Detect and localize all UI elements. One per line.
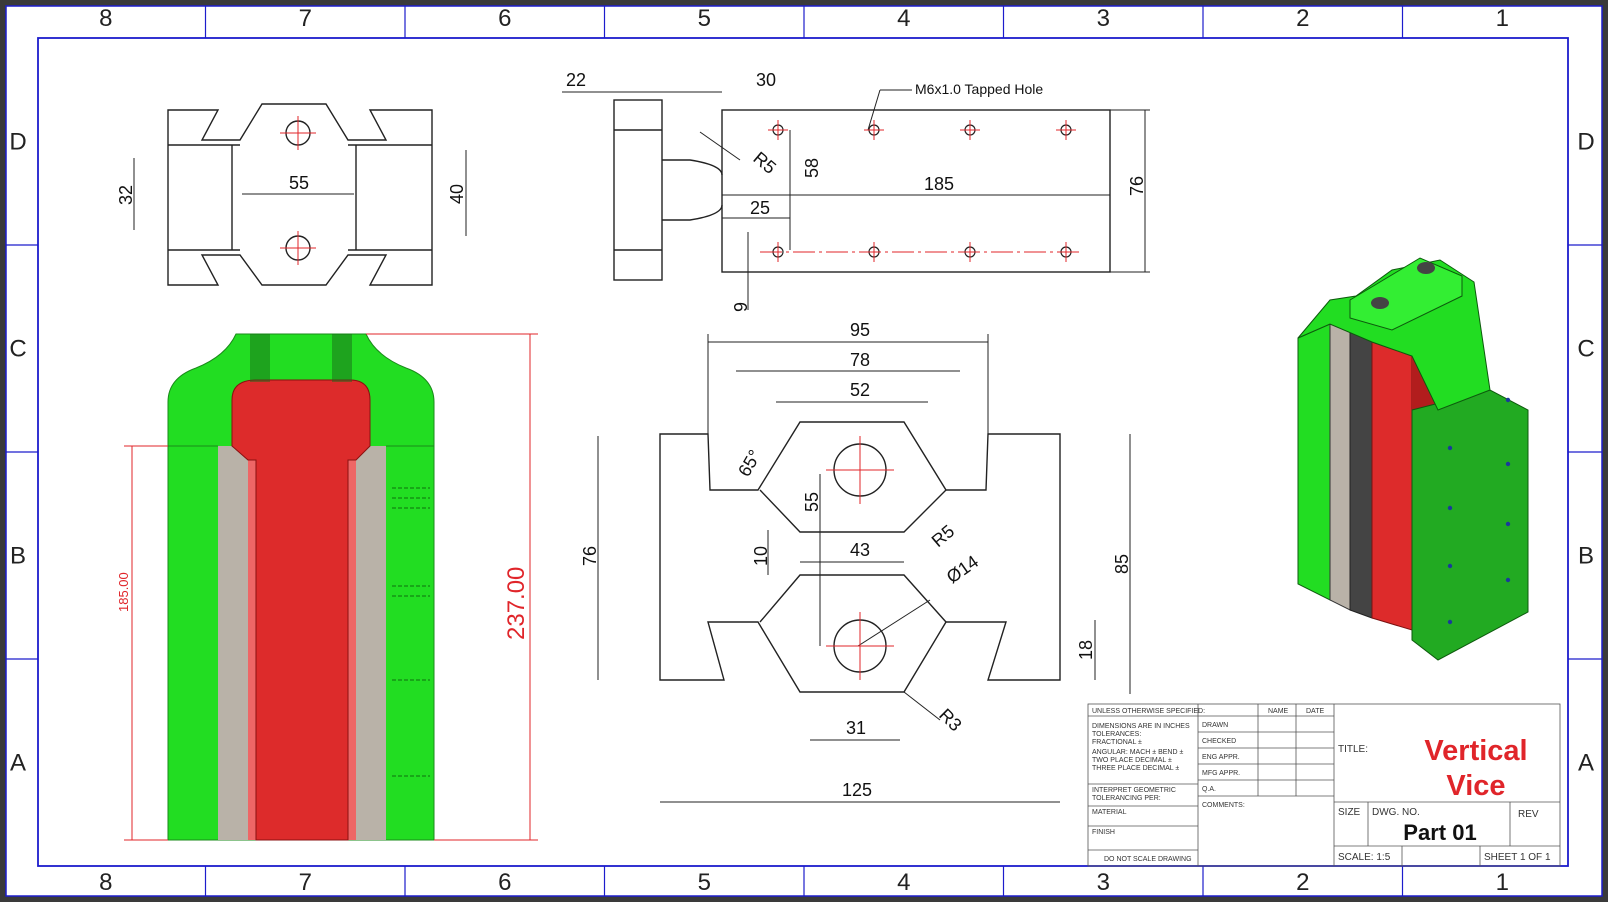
section-dims xyxy=(124,333,538,841)
dim-185-side: 185 xyxy=(924,174,954,194)
zone-col-8: 8 xyxy=(99,869,112,896)
section-view xyxy=(167,333,435,841)
dim-52: 52 xyxy=(850,380,870,400)
dim-58: 58 xyxy=(802,158,822,178)
dim-55-front: 55 xyxy=(802,492,822,512)
dim-31: 31 xyxy=(846,718,866,738)
part-number: Part 01 xyxy=(1403,820,1476,845)
svg-text:DWG. NO.: DWG. NO. xyxy=(1372,807,1420,818)
zone-row-B: B xyxy=(1578,543,1594,570)
zone-col-5: 5 xyxy=(698,5,711,32)
dim-22: 22 xyxy=(566,70,586,90)
zone-row-C: C xyxy=(9,336,26,363)
svg-text:SIZE: SIZE xyxy=(1338,807,1361,818)
zone-row-A: A xyxy=(10,750,26,777)
svg-text:REV: REV xyxy=(1518,809,1539,820)
svg-text:COMMENTS:: COMMENTS: xyxy=(1202,802,1245,809)
dim-40: 40 xyxy=(447,184,467,204)
svg-text:DO NOT SCALE DRAWING: DO NOT SCALE DRAWING xyxy=(1104,856,1192,863)
zone-col-3: 3 xyxy=(1097,869,1110,896)
zone-col-4: 4 xyxy=(897,5,910,32)
note-tapped-hole: M6x1.0 Tapped Hole xyxy=(915,81,1043,97)
front-view xyxy=(597,334,1131,803)
svg-text:NAME: NAME xyxy=(1268,708,1289,715)
zone-col-3: 3 xyxy=(1097,5,1110,32)
svg-text:DATE: DATE xyxy=(1306,708,1324,715)
side-view xyxy=(562,89,1150,310)
svg-text:MATERIAL: MATERIAL xyxy=(1092,809,1127,816)
dim-76-front: 76 xyxy=(580,546,600,566)
svg-text:UNLESS OTHERWISE SPECIFIED:: UNLESS OTHERWISE SPECIFIED: xyxy=(1092,708,1205,715)
zone-col-4: 4 xyxy=(897,869,910,896)
svg-text:Q.A.: Q.A. xyxy=(1202,786,1216,793)
drawing-title-line2: Vice xyxy=(1446,770,1505,802)
zone-row-A: A xyxy=(1578,750,1594,777)
tapped-holes xyxy=(760,120,1080,262)
svg-text:SCALE: 1:5: SCALE: 1:5 xyxy=(1338,852,1391,863)
zone-col-1: 1 xyxy=(1496,5,1509,32)
zone-col-2: 2 xyxy=(1296,869,1309,896)
svg-text:DRAWN: DRAWN xyxy=(1202,722,1228,729)
zone-col-2: 2 xyxy=(1296,5,1309,32)
zone-row-D: D xyxy=(9,129,26,156)
dim-30: 30 xyxy=(756,70,776,90)
svg-text:ENG APPR.: ENG APPR. xyxy=(1202,754,1240,761)
isometric-view xyxy=(1297,257,1529,661)
svg-text:INTERPRET GEOMETRIC: INTERPRET GEOMETRIC xyxy=(1092,787,1176,794)
zone-row-D: D xyxy=(1577,129,1594,156)
zone-col-1: 1 xyxy=(1496,869,1509,896)
dim-32: 32 xyxy=(116,185,136,205)
zone-col-5: 5 xyxy=(698,869,711,896)
dim-18: 18 xyxy=(1076,640,1096,660)
zone-col-7: 7 xyxy=(299,869,312,896)
drawing-title-line1: Vertical xyxy=(1424,735,1527,767)
dim-78: 78 xyxy=(850,350,870,370)
dim-85: 85 xyxy=(1112,554,1132,574)
dim-95: 95 xyxy=(850,320,870,340)
front-centerlines xyxy=(826,436,894,680)
svg-text:CHECKED: CHECKED xyxy=(1202,738,1236,745)
zone-column-labels-bottom: 8 7 6 5 4 3 2 1 xyxy=(99,866,1509,896)
dim-25: 25 xyxy=(750,198,770,218)
svg-text:FINISH: FINISH xyxy=(1092,829,1115,836)
dim-10: 10 xyxy=(751,546,771,566)
svg-text:TOLERANCING PER:: TOLERANCING PER: xyxy=(1092,795,1161,802)
zone-col-8: 8 xyxy=(99,5,112,32)
zone-row-B: B xyxy=(10,543,26,570)
title-block xyxy=(1087,703,1561,867)
zone-row-labels-right: D C B A xyxy=(1568,129,1602,777)
svg-text:TWO PLACE DECIMAL ±: TWO PLACE DECIMAL ± xyxy=(1092,757,1172,764)
svg-text:FRACTIONAL ±: FRACTIONAL ± xyxy=(1092,739,1142,746)
dim-43: 43 xyxy=(850,540,870,560)
svg-text:SHEET 1 OF 1: SHEET 1 OF 1 xyxy=(1484,852,1551,863)
zone-row-labels-left: D C B A xyxy=(6,129,38,777)
zone-row-C: C xyxy=(1577,336,1594,363)
top-view xyxy=(133,103,467,286)
svg-text:TITLE:: TITLE: xyxy=(1338,744,1368,755)
zone-col-7: 7 xyxy=(299,5,312,32)
dim-76-side: 76 xyxy=(1127,176,1147,196)
svg-text:DIMENSIONS ARE IN INCHES: DIMENSIONS ARE IN INCHES xyxy=(1092,723,1190,730)
svg-text:ANGULAR: MACH ± BEND ±: ANGULAR: MACH ± BEND ± xyxy=(1092,749,1183,756)
svg-text:THREE PLACE DECIMAL ±: THREE PLACE DECIMAL ± xyxy=(1092,765,1179,772)
svg-text:MFG APPR.: MFG APPR. xyxy=(1202,770,1240,777)
zone-col-6: 6 xyxy=(498,869,511,896)
dim-55: 55 xyxy=(289,173,309,193)
zone-column-labels-top: 8 7 6 5 4 3 2 1 xyxy=(99,5,1509,38)
zone-col-6: 6 xyxy=(498,5,511,32)
dim-237-section: 237.00 xyxy=(503,567,530,640)
svg-text:TOLERANCES:: TOLERANCES: xyxy=(1092,731,1141,738)
dim-9: 9 xyxy=(731,302,751,312)
title-block-text: UNLESS OTHERWISE SPECIFIED: NAME DATE DI… xyxy=(1092,708,1551,863)
dim-125: 125 xyxy=(842,780,872,800)
dim-185-section: 185.00 xyxy=(116,572,131,612)
